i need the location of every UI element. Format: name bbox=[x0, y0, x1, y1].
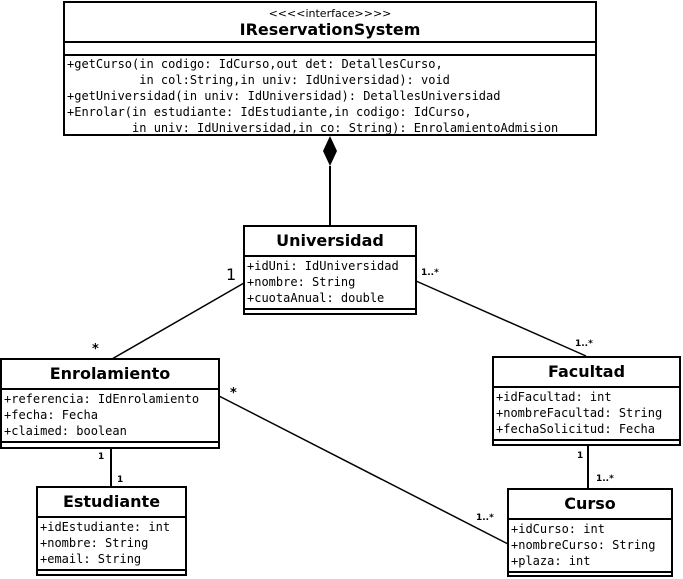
multiplicity-label: 1..* bbox=[476, 513, 494, 523]
class-facultad: Facultad +idFacultad: int +nombreFaculta… bbox=[492, 356, 681, 446]
class-universidad: Universidad +idUni: IdUniversidad +nombr… bbox=[243, 225, 417, 315]
attribute-row: +referencia: IdEnrolamiento bbox=[4, 392, 200, 406]
attribute-row: +idCurso: int bbox=[511, 522, 605, 536]
attribute-row: +plaza: int bbox=[511, 554, 591, 568]
operations-compartment bbox=[245, 310, 415, 316]
attribute-row: +idUni: IdUniversidad bbox=[247, 259, 399, 273]
multiplicity-label: 1 bbox=[98, 452, 105, 462]
attributes-compartment: +idUni: IdUniversidad +nombre: String +c… bbox=[245, 257, 415, 310]
operations-compartment bbox=[2, 443, 218, 449]
attribute-row: +claimed: boolean bbox=[4, 424, 127, 438]
operation-row: in univ: IdUniversidad,in co: String): E… bbox=[67, 121, 559, 135]
class-name: Enrolamiento bbox=[49, 364, 171, 383]
class-header: Universidad bbox=[245, 227, 415, 257]
attributes-compartment bbox=[65, 43, 595, 56]
operation-row: +getCurso(in codigo: IdCurso,out det: De… bbox=[67, 57, 443, 71]
multiplicity-label: 1 bbox=[577, 451, 584, 461]
attribute-row: +fechaSolicitud: Fecha bbox=[496, 422, 655, 436]
attribute-row: +cuotaAnual: double bbox=[247, 291, 385, 305]
multiplicity-label: 1 bbox=[117, 475, 124, 485]
stereotype-label: <<<<interface>>>> bbox=[268, 7, 392, 20]
attribute-row: +nombreFacultad: String bbox=[496, 406, 663, 420]
class-name: Universidad bbox=[276, 231, 384, 250]
association-enrol-curso bbox=[218, 395, 509, 545]
operation-row: +Enrolar(in estudiante: IdEstudiante,in … bbox=[67, 105, 472, 119]
association-univ-enrol bbox=[111, 282, 245, 360]
multiplicity-label: 1..* bbox=[421, 268, 439, 278]
class-header: Facultad bbox=[494, 358, 679, 388]
class-enrolamiento: Enrolamiento +referencia: IdEnrolamiento… bbox=[0, 358, 220, 449]
attribute-row: +idFacultad: int bbox=[496, 390, 612, 404]
class-name: Estudiante bbox=[62, 492, 161, 511]
class-header: Estudiante bbox=[38, 488, 185, 518]
multiplicity-label: 1..* bbox=[575, 339, 593, 349]
class-header: Enrolamiento bbox=[2, 360, 218, 390]
operation-row: in col:String,in univ: IdUniversidad): v… bbox=[67, 73, 450, 87]
class-estudiante: Estudiante +idEstudiante: int +nombre: S… bbox=[36, 486, 187, 576]
operation-row: +getUniversidad(in univ: IdUniversidad):… bbox=[67, 89, 501, 103]
attributes-compartment: +referencia: IdEnrolamiento +fecha: Fech… bbox=[2, 390, 218, 443]
attribute-row: +email: String bbox=[40, 552, 142, 566]
interface-ireservationsystem: <<<<interface>>>> IReservationSystem +ge… bbox=[63, 1, 597, 136]
attribute-row: +idEstudiante: int bbox=[40, 520, 171, 534]
multiplicity-label: 1..* bbox=[596, 474, 614, 484]
attribute-row: +nombreCurso: String bbox=[511, 538, 656, 552]
attribute-row: +nombre: String bbox=[247, 275, 356, 289]
composition-diamond bbox=[323, 136, 337, 166]
operations-compartment bbox=[494, 441, 679, 447]
class-name: IReservationSystem bbox=[239, 20, 421, 39]
operations-compartment: +getCurso(in codigo: IdCurso,out det: De… bbox=[65, 56, 595, 138]
attributes-compartment: +idCurso: int +nombreCurso: String +plaz… bbox=[509, 520, 671, 573]
class-header: Curso bbox=[509, 490, 671, 520]
class-curso: Curso +idCurso: int +nombreCurso: String… bbox=[507, 488, 673, 577]
attributes-compartment: +idFacultad: int +nombreFacultad: String… bbox=[494, 388, 679, 441]
attribute-row: +nombre: String bbox=[40, 536, 149, 550]
multiplicity-label: * bbox=[230, 386, 237, 401]
operations-compartment bbox=[509, 573, 671, 578]
association-univ-fac bbox=[415, 280, 587, 357]
attributes-compartment: +idEstudiante: int +nombre: String +emai… bbox=[38, 518, 185, 571]
class-header: <<<<interface>>>> IReservationSystem bbox=[65, 3, 595, 43]
multiplicity-label: 1 bbox=[226, 265, 237, 284]
class-name: Facultad bbox=[547, 362, 626, 381]
class-name: Curso bbox=[564, 494, 616, 513]
operations-compartment bbox=[38, 571, 185, 577]
multiplicity-label: * bbox=[92, 342, 99, 357]
attribute-row: +fecha: Fecha bbox=[4, 408, 98, 422]
